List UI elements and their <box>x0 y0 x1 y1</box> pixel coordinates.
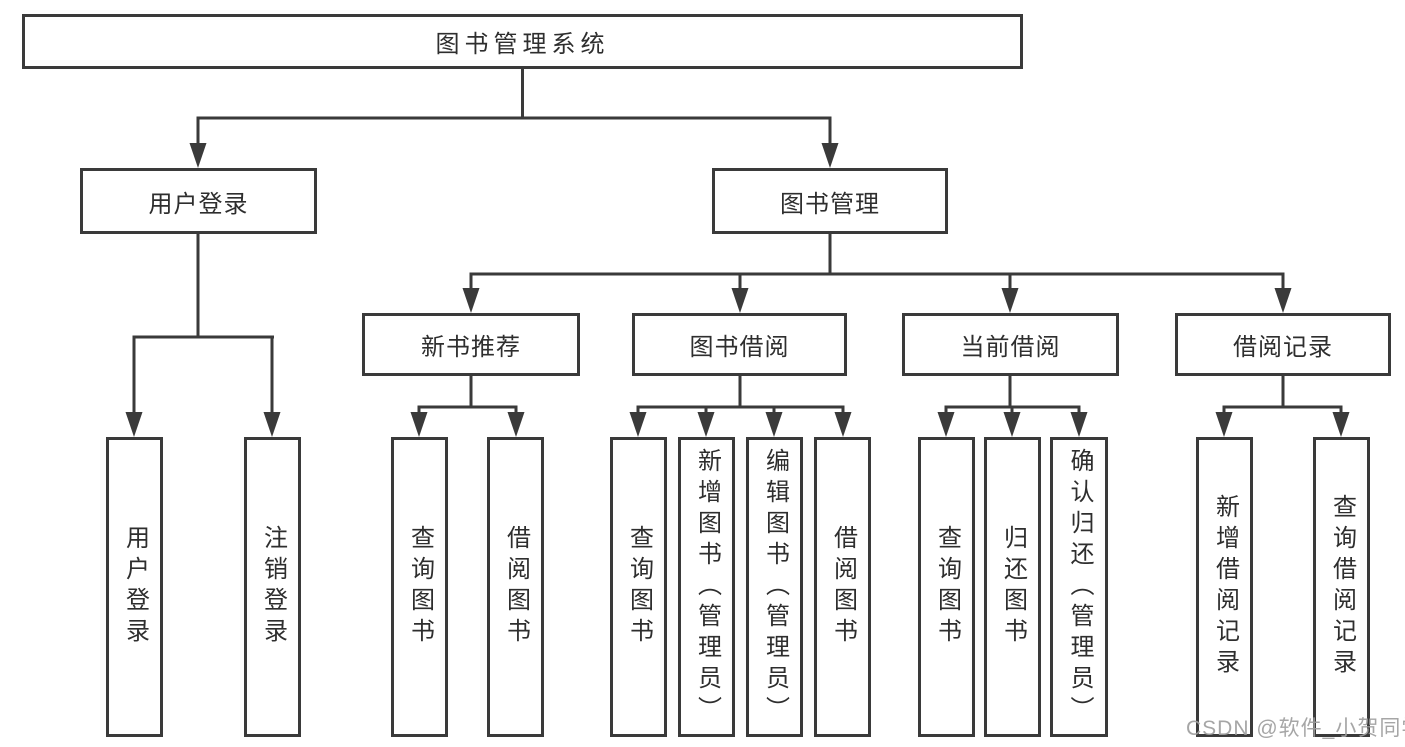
node-user-login-label: 用户登录 <box>148 190 249 218</box>
leaf-edit-books-admin: 编辑图书（管理员） <box>746 437 803 737</box>
leaf-add-borrow-record: 新增借阅记录 <box>1196 437 1253 737</box>
node-book-management-label: 图书管理 <box>780 190 880 218</box>
leaf-logout-label: 注销登录 <box>259 525 287 649</box>
leaf-confirm-return-admin-label: 确认归还（管理员） <box>1066 447 1093 727</box>
leaf-query-borrow-record-label: 查询借阅记录 <box>1328 494 1356 680</box>
leaf-add-books-admin: 新增图书（管理员） <box>678 437 735 737</box>
leaf-confirm-return-admin: 确认归还（管理员） <box>1050 437 1108 737</box>
node-borrowing-records-label: 借阅记录 <box>1233 334 1333 361</box>
leaf-newrec-borrow-books: 借阅图书 <box>487 437 544 737</box>
node-current-borrowing: 当前借阅 <box>902 313 1119 376</box>
leaf-add-books-admin-label: 新增图书（管理员） <box>693 447 721 727</box>
node-root: 图书管理系统 <box>22 14 1023 69</box>
leaf-borrow-query-books-label: 查询图书 <box>625 525 653 649</box>
leaf-newrec-query-books-label: 查询图书 <box>406 525 434 649</box>
leaf-user-login-label: 用户登录 <box>121 525 149 649</box>
leaf-query-borrow-record: 查询借阅记录 <box>1313 437 1370 737</box>
node-new-book-recommend-label: 新书推荐 <box>421 334 521 361</box>
node-user-login: 用户登录 <box>80 168 317 234</box>
connector-root-to-level2 <box>189 67 839 168</box>
connector-userlogin-to-leaves <box>125 234 281 437</box>
node-current-borrowing-label: 当前借阅 <box>960 334 1061 361</box>
leaf-return-books: 归还图书 <box>984 437 1041 737</box>
connector-level3-to-leaves <box>410 376 1350 437</box>
node-book-borrowing: 图书借阅 <box>632 313 847 376</box>
node-book-management: 图书管理 <box>712 168 948 234</box>
connector-bookmgmt-to-level3 <box>462 234 1292 313</box>
leaf-borrow-query-books: 查询图书 <box>610 437 667 737</box>
leaf-logout: 注销登录 <box>244 437 301 737</box>
leaf-add-borrow-record-label: 新增借阅记录 <box>1211 494 1239 680</box>
leaf-edit-books-admin-label: 编辑图书（管理员） <box>761 447 789 727</box>
leaf-user-login: 用户登录 <box>106 437 163 737</box>
csdn-watermark: CSDN @软件_小贺同学 <box>1186 717 1405 740</box>
leaf-borrow-books: 借阅图书 <box>814 437 871 737</box>
leaf-current-query-books-label: 查询图书 <box>933 525 961 649</box>
node-root-label: 图书管理系统 <box>435 31 610 58</box>
node-borrowing-records: 借阅记录 <box>1175 313 1391 376</box>
leaf-newrec-borrow-books-label: 借阅图书 <box>502 525 530 649</box>
leaf-newrec-query-books: 查询图书 <box>391 437 448 737</box>
leaf-return-books-label: 归还图书 <box>999 525 1027 649</box>
leaf-current-query-books: 查询图书 <box>918 437 975 737</box>
leaf-borrow-books-label: 借阅图书 <box>829 525 857 649</box>
node-new-book-recommend: 新书推荐 <box>362 313 580 376</box>
node-book-borrowing-label: 图书借阅 <box>689 334 790 361</box>
